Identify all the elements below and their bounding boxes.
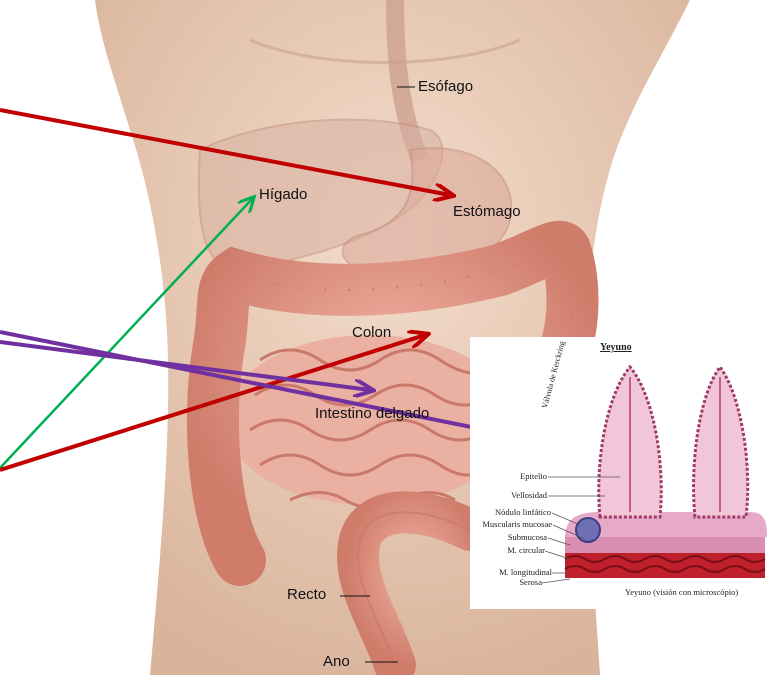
label-intestino: Intestino delgado: [315, 405, 429, 423]
label-estomago: Estómago: [453, 203, 521, 221]
label-higado: Hígado: [259, 186, 307, 204]
micrograph-title: Yeyuno: [600, 342, 632, 353]
layer-label: Muscularis mucosae: [482, 519, 552, 529]
layer-label: M. circular: [507, 545, 545, 555]
layer-label: M. longitudinal: [499, 567, 552, 577]
jejunum-micrograph-inset: Yeyuno Válvula de Kerckring Epitelio Vel…: [470, 337, 767, 609]
micrograph-caption: Yeyuno (visión con microscópio): [625, 587, 738, 597]
label-recto: Recto: [287, 586, 326, 604]
label-esofago: Esófago: [418, 78, 473, 96]
layer-label: Nódulo linfático: [495, 507, 551, 517]
layer-label: Serosa: [519, 577, 542, 587]
label-colon: Colon: [352, 324, 391, 342]
layer-label: Epitelio: [520, 471, 547, 481]
label-ano: Ano: [323, 653, 350, 671]
layer-label: Submucosa: [508, 532, 547, 542]
layer-label: Vellosidad: [511, 490, 547, 500]
